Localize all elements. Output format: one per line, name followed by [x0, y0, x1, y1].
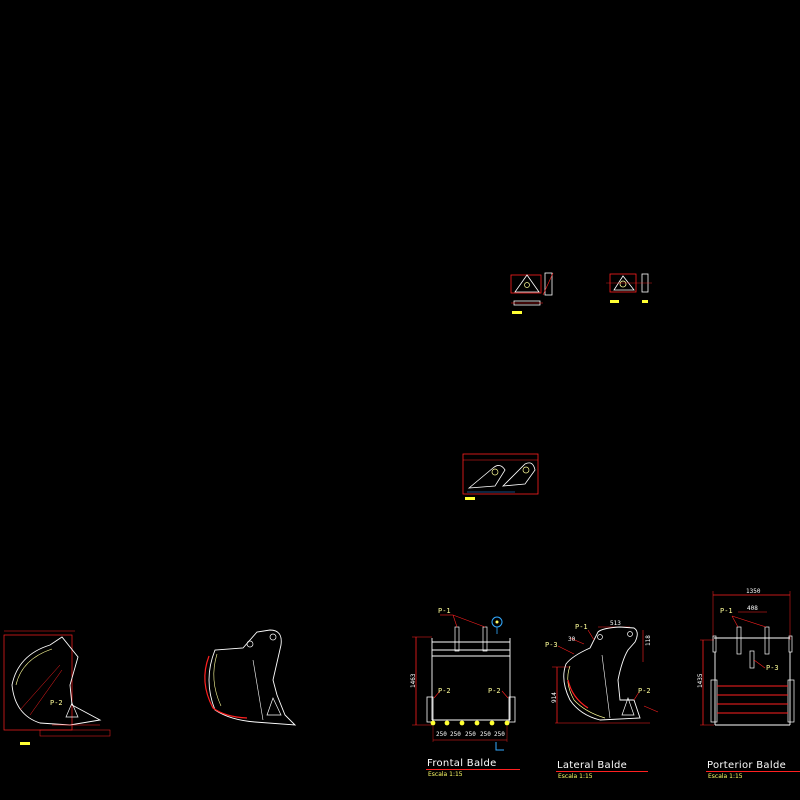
- right-dimension: 118: [645, 635, 652, 646]
- posterior-drawing: [700, 591, 795, 726]
- height-dimension: 1463: [410, 673, 417, 688]
- bottom-dim-2: 250: [450, 731, 461, 738]
- bottom-dim-5: 250: [494, 731, 505, 738]
- detail-caption: [20, 742, 30, 745]
- tag-p1: P-1: [575, 623, 588, 631]
- detail-caption: [610, 300, 619, 303]
- title-underline: [706, 771, 800, 772]
- bottom-dim-3: 250: [465, 731, 476, 738]
- tag-p3: P-3: [545, 641, 558, 649]
- bottom-dim-1: 250: [436, 731, 447, 738]
- detail-pin-plate: [606, 268, 666, 308]
- detail-plate-triangle: [505, 265, 565, 320]
- inner-dimension: 408: [747, 605, 758, 612]
- view-scale: Escala 1:15: [708, 773, 743, 780]
- frontal-drawing: [412, 614, 516, 751]
- view-title: Lateral Balde: [557, 760, 628, 771]
- view-posterior: 1350 408 P-1 P-3 1435 Porterior Balde Es…: [680, 580, 800, 800]
- detail-side-plates: [455, 450, 550, 505]
- angle-dimension: 30: [568, 636, 576, 643]
- width-dimension: 1350: [746, 588, 761, 595]
- tag-p2: P-2: [638, 687, 651, 695]
- tag-p2: P-2: [50, 699, 63, 707]
- bucket-side-outline: [195, 620, 300, 730]
- view-lateral: P-1 P-3 P-2 513 30 118 914 Lateral Balde…: [530, 600, 670, 800]
- lateral-drawing: [552, 626, 659, 724]
- tag-p3: P-3: [766, 664, 779, 672]
- tag-p2-right: P-2: [488, 687, 501, 695]
- view-title: Frontal Balde: [427, 758, 497, 769]
- bucket-side-drawing: [204, 629, 297, 726]
- tag-p1: P-1: [438, 607, 451, 615]
- left-dimension: 914: [551, 692, 558, 703]
- detail-bucket-dimensioned: P-2: [0, 625, 115, 750]
- triangle-plate-drawing: [510, 272, 554, 306]
- bucket-dimensioned-drawing: [3, 630, 111, 737]
- tag-p1: P-1: [720, 607, 733, 615]
- view-scale: Escala 1:15: [558, 773, 593, 780]
- title-underline: [556, 771, 648, 772]
- detail-caption: [465, 497, 475, 500]
- detail-caption: [642, 300, 648, 303]
- top-dimension: 513: [610, 620, 621, 627]
- height-dimension: 1435: [697, 673, 704, 688]
- side-plates-drawing: [462, 453, 539, 495]
- view-frontal: P-1 P-2 P-2 1463 250 250 250 250 250 Fro…: [400, 590, 530, 800]
- title-underline: [426, 769, 520, 770]
- view-title: Porterior Balde: [707, 760, 787, 771]
- pin-plate-drawing: [606, 273, 652, 293]
- bottom-dim-4: 250: [480, 731, 491, 738]
- tag-p2-left: P-2: [438, 687, 451, 695]
- view-scale: Escala 1:15: [428, 771, 463, 778]
- detail-caption: [512, 311, 522, 314]
